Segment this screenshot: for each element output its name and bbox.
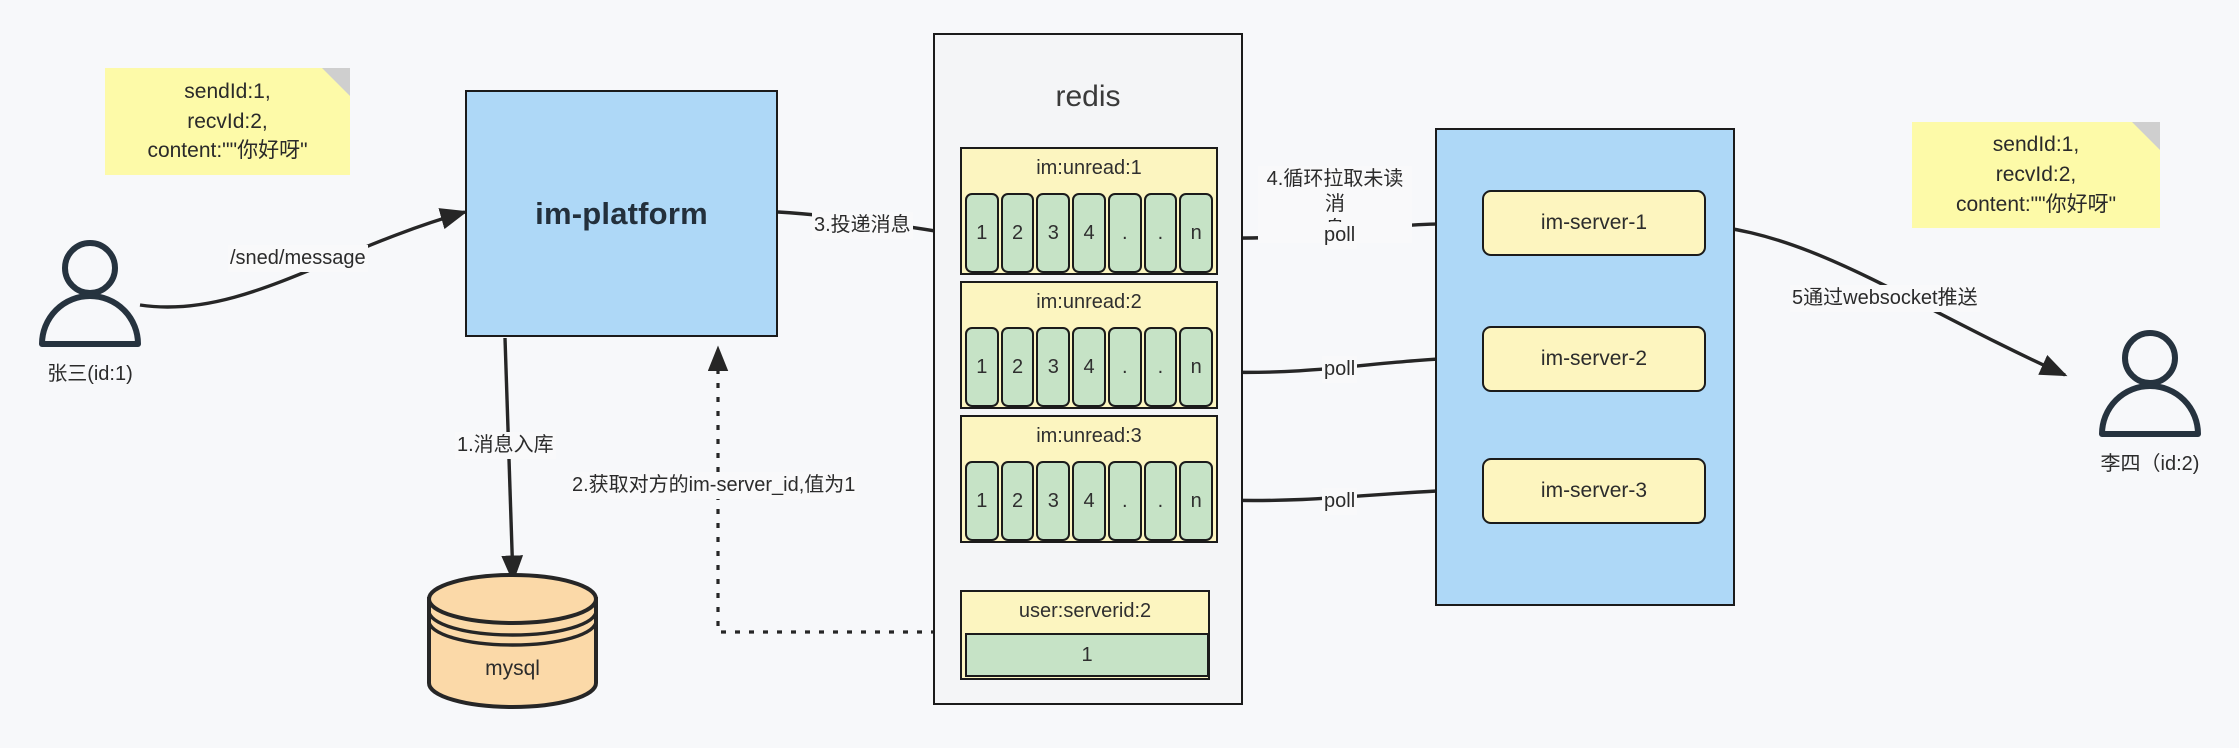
redis-cell: .: [1107, 193, 1142, 273]
mysql-label: mysql: [485, 657, 540, 680]
redis-cell: 2: [1000, 193, 1035, 273]
im-server-group[interactable]: im-server-1 im-server-2 im-server-3: [1435, 128, 1735, 606]
im-platform-node[interactable]: im-platform: [465, 90, 778, 337]
redis-key-label: user:serverid:2: [1018, 600, 1152, 622]
receiver-actor: [2090, 330, 2210, 440]
redis-cell: 4: [1072, 193, 1106, 273]
sender-actor-caption: 张三(id:1): [47, 363, 133, 385]
im-server-3-node[interactable]: im-server-3: [1482, 458, 1706, 524]
im-server-3-label: im-server-3: [1540, 479, 1648, 502]
redis-cell: .: [1143, 327, 1178, 407]
receiver-actor-caption: 李四（id:2): [2100, 453, 2200, 475]
note-fold-icon: [322, 68, 350, 96]
redis-cell: n: [1179, 327, 1214, 407]
edge-save-to-db: [501, 337, 524, 583]
edge-label-poll-3: poll: [1322, 488, 1358, 515]
redis-cell: 3: [1036, 193, 1071, 273]
redis-cell: .: [1107, 461, 1142, 541]
redis-key-label: im:unread:1: [1036, 157, 1142, 179]
redis-cell: n: [1179, 193, 1214, 273]
redis-cell: 1: [965, 193, 999, 273]
redis-cell: 1: [965, 327, 999, 407]
sticky-note-left: sendId:1, recvId:2, content:""你好呀": [105, 68, 350, 175]
edge-fetch-serverid: [707, 345, 978, 634]
redis-cells: 1 2 3 4 . . n: [965, 193, 1214, 273]
sticky-note-right: sendId:1, recvId:2, content:""你好呀": [1912, 122, 2160, 228]
mysql-node[interactable]: mysql: [425, 573, 600, 709]
redis-key-label: im:unread:3: [1036, 425, 1142, 447]
redis-list-im-unread-1[interactable]: im:unread:1 1 2 3 4 . . n: [960, 147, 1218, 275]
edge-label-step5: 5通过websocket推送: [1790, 285, 1980, 312]
redis-key-label: im:unread:2: [1036, 291, 1142, 313]
im-server-1-node[interactable]: im-server-1: [1482, 190, 1706, 256]
redis-cell: n: [1179, 461, 1214, 541]
edge-label-step3: 3.投递消息: [812, 212, 913, 239]
redis-cell: .: [1107, 327, 1142, 407]
redis-list-im-unread-2[interactable]: im:unread:2 1 2 3 4 . . n: [960, 281, 1218, 409]
redis-cell: 4: [1072, 461, 1106, 541]
redis-cells: 1 2 3 4 . . n: [965, 461, 1214, 541]
redis-list-im-unread-3[interactable]: im:unread:3 1 2 3 4 . . n: [960, 415, 1218, 543]
im-server-1-label: im-server-1: [1540, 211, 1648, 234]
edge-label-poll-2: poll: [1322, 356, 1358, 383]
edge-label-send-message: /sned/message: [228, 245, 368, 272]
edge-label-poll-1: poll: [1322, 222, 1358, 249]
redis-cell: 3: [1036, 461, 1071, 541]
person-icon: [2099, 330, 2201, 437]
redis-cell: 3: [1036, 327, 1071, 407]
redis-cells: 1 2 3 4 . . n: [965, 327, 1214, 407]
edge-send-message: [139, 208, 468, 309]
redis-cell: 4: [1072, 327, 1106, 407]
database-cylinder-icon: [427, 573, 598, 709]
im-server-2-label: im-server-2: [1540, 347, 1648, 370]
im-server-2-node[interactable]: im-server-2: [1482, 326, 1706, 392]
redis-cell: 2: [1000, 461, 1035, 541]
edge-label-step1: 1.消息入库: [455, 432, 556, 459]
sender-actor: [30, 240, 150, 350]
redis-value-cell: 1: [965, 633, 1209, 677]
redis-kv-user-serverid[interactable]: user:serverid:2 1: [960, 590, 1210, 680]
redis-title: redis: [1055, 80, 1121, 113]
sticky-note-right-text: sendId:1, recvId:2, content:""你好呀": [1955, 133, 2117, 216]
edge-websocket-push: [1689, 222, 2068, 377]
note-fold-icon: [2132, 122, 2160, 150]
redis-cell: 1: [965, 461, 999, 541]
redis-cell: .: [1143, 461, 1178, 541]
person-icon: [39, 240, 141, 347]
redis-cell: 2: [1000, 327, 1035, 407]
sticky-note-left-text: sendId:1, recvId:2, content:""你好呀": [147, 79, 308, 163]
edge-label-step2: 2.获取对方的im-server_id,值为1: [570, 472, 858, 499]
redis-cell: .: [1143, 193, 1178, 273]
im-platform-label: im-platform: [535, 195, 708, 231]
